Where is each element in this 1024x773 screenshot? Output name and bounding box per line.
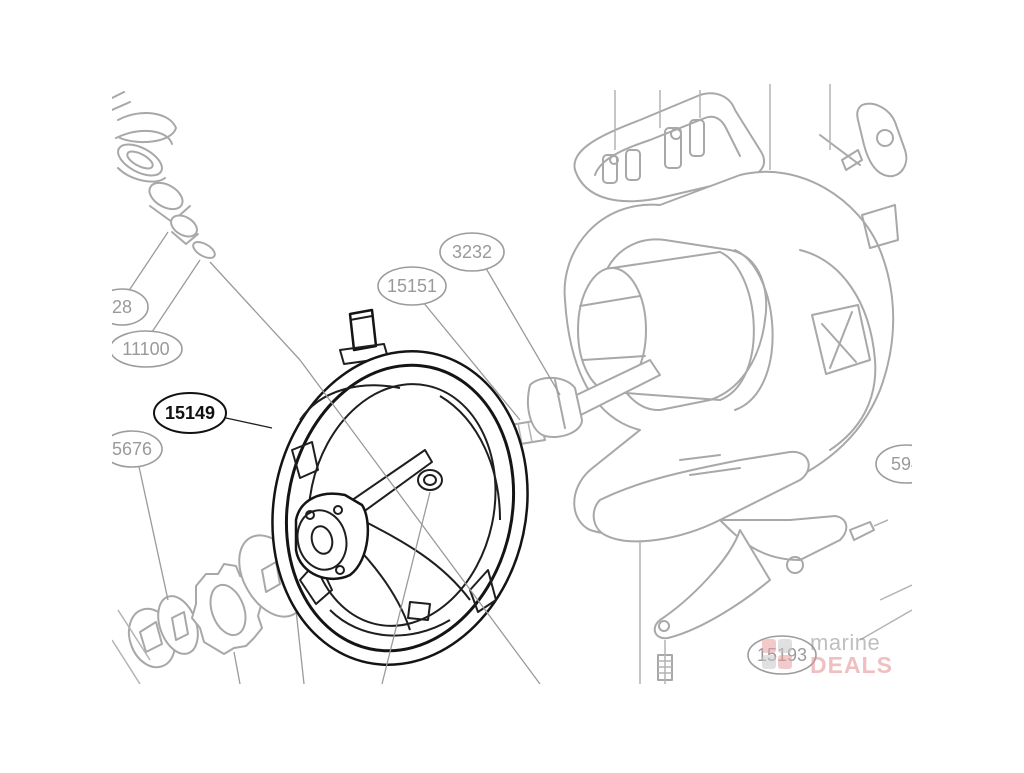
- leader-15151: [417, 295, 521, 421]
- svg-text:594: 594: [891, 454, 921, 474]
- leader-15149: [225, 417, 273, 429]
- svg-text:28: 28: [112, 297, 132, 317]
- callout-15151: 15151: [377, 266, 447, 306]
- leader-cross-1: [299, 359, 541, 684]
- callout-3232: 3232: [439, 232, 505, 272]
- rotor-15149: [271, 308, 529, 667]
- watermark-line-1: marine: [810, 630, 881, 655]
- callout-28: 28: [112, 288, 149, 326]
- leader-cross-2: [381, 491, 431, 684]
- watermark-line-2: DEALS: [810, 652, 893, 678]
- svg-text:15151: 15151: [387, 276, 437, 296]
- svg-text:11100: 11100: [122, 339, 169, 359]
- callout-5676: 5676: [112, 430, 163, 468]
- leader-3232: [479, 257, 561, 396]
- marine-deals-logo-icon: [762, 639, 792, 669]
- callout-15149: 15149: [153, 392, 227, 434]
- leader-5676: [137, 461, 169, 601]
- leader-lower: [233, 609, 305, 684]
- callout-11100: 11100: [112, 330, 183, 368]
- svg-text:3232: 3232: [452, 242, 492, 262]
- leader-upper-to-rotor: [209, 261, 301, 361]
- upper-left-parts: [112, 91, 216, 259]
- callout-594: 594: [875, 444, 921, 484]
- marine-deals-watermark: marine DEALS: [760, 631, 912, 679]
- svg-text:5676: 5676: [112, 439, 152, 459]
- svg-text:15149: 15149: [165, 403, 215, 423]
- leader-11100: [151, 259, 201, 333]
- leader-28: [127, 231, 169, 293]
